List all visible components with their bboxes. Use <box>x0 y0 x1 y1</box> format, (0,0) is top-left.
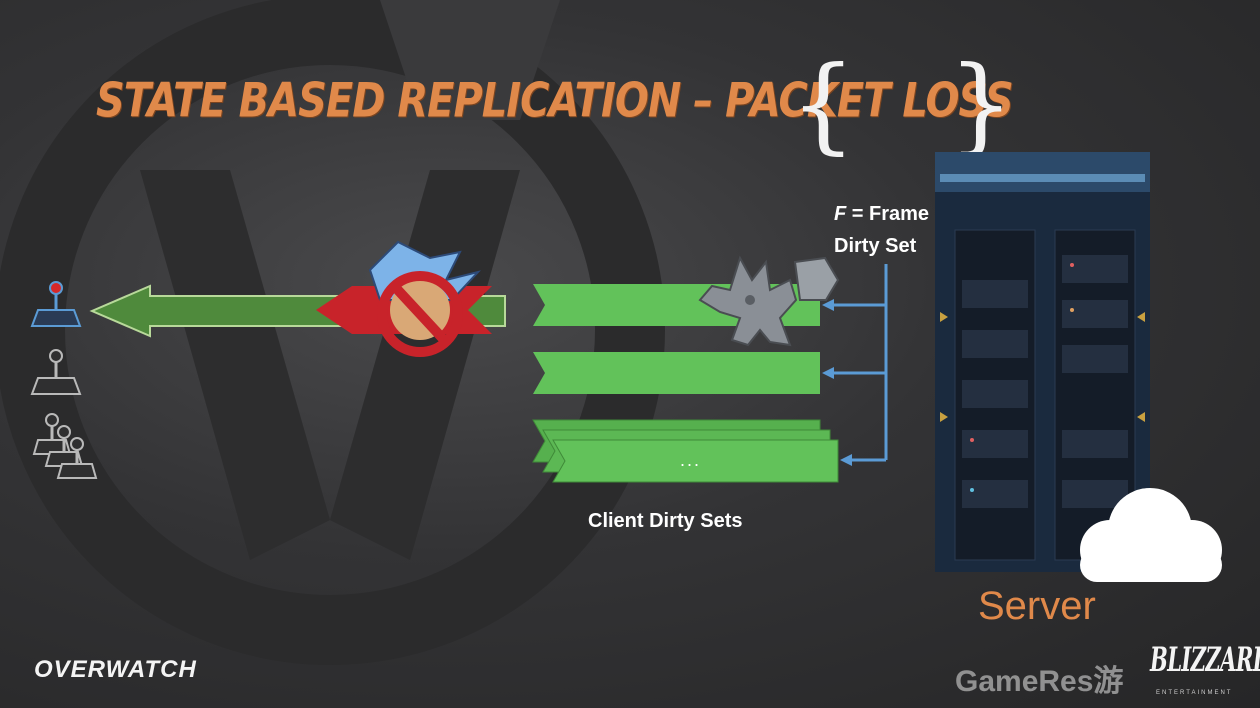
no-entry-icon <box>368 240 482 357</box>
watermark-small: 游 <box>1093 665 1124 698</box>
frame-label-text: = Frame <box>846 203 930 225</box>
dirty-set-2 <box>533 352 820 394</box>
overwatch-logo: OVERWATCH <box>34 656 197 683</box>
cloud-icon <box>1080 488 1222 582</box>
brace-close: } <box>948 43 1015 165</box>
ellipsis: ... <box>680 450 702 470</box>
frame-label-line2: Dirty Set <box>834 235 917 257</box>
slide-title: STATE BASED REPLICATION – PACKET LOSS <box>96 74 1014 129</box>
joystick-icon <box>30 281 82 327</box>
frame-dirty-set-label: F = Frame Dirty Set <box>834 198 929 262</box>
server-rack-icon <box>935 152 1150 572</box>
server-label: Server <box>978 584 1096 628</box>
blizzard-logo: BLIZZARD <box>1150 640 1260 680</box>
client-dirty-sets-label: Client Dirty Sets <box>588 510 743 532</box>
dirty-set-stack <box>532 419 839 483</box>
watermark: GameRes游 <box>955 656 1123 700</box>
joystick-icon <box>30 349 82 395</box>
blizzard-sub-logo: ENTERTAINMENT <box>1156 690 1233 696</box>
frame-connector <box>822 264 888 466</box>
frame-variable: F <box>834 203 847 225</box>
watermark-text: GameRes <box>955 665 1094 698</box>
brace-open: { <box>790 43 857 165</box>
robot-character-icon <box>698 255 840 347</box>
joystick-group-icon <box>32 413 98 479</box>
